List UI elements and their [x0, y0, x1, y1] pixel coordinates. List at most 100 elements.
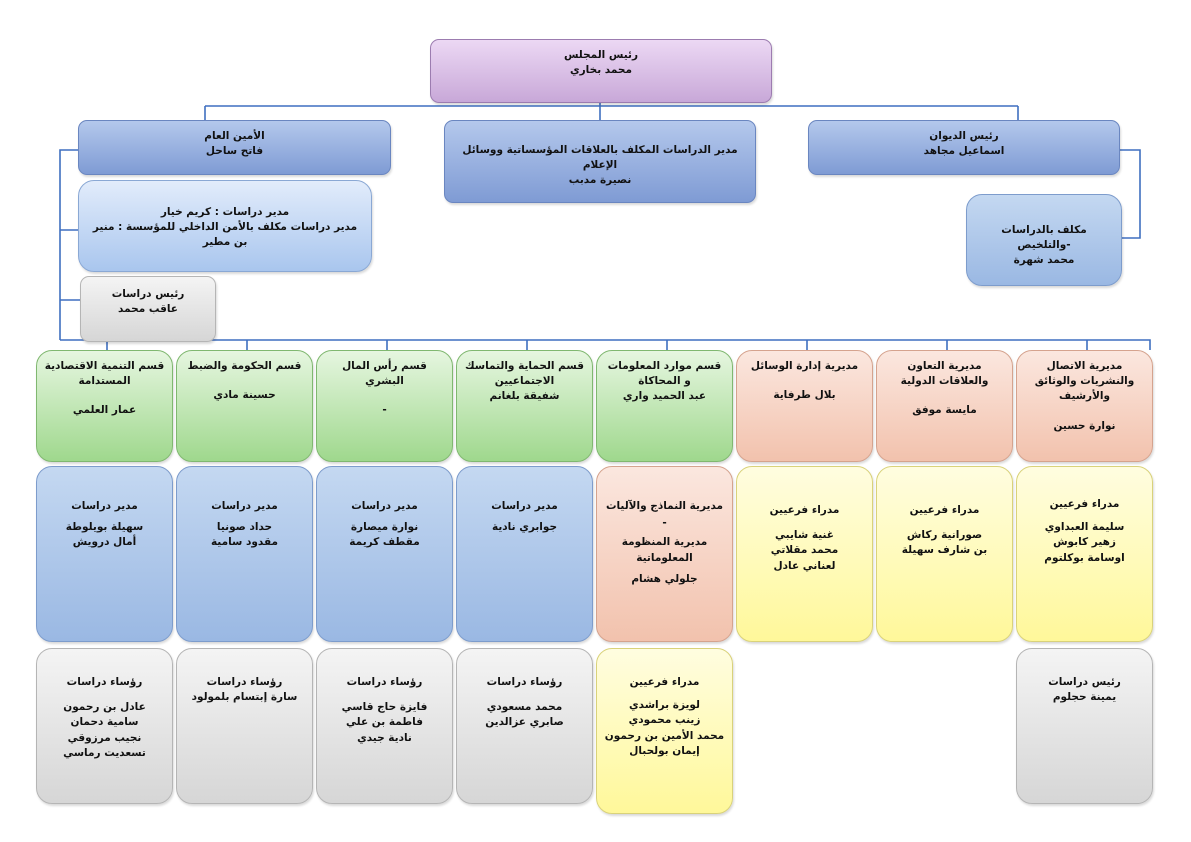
study-heads-box: رؤساء دراسات سارة إبتسام بلمولود [176, 648, 313, 804]
staff-name: نوارة ميصارة [350, 521, 419, 534]
sub-unit-box: مديرية النماذج والآليات - مديرية المنظوم… [596, 466, 733, 642]
studies-officer-title: مكلف بالدراسات والتلخيص- [1001, 224, 1087, 252]
sub-unit-box: مدراء فرعيين سليمة العبداوي زهير كابوش ا… [1016, 466, 1153, 642]
department-head: شفيقة بلغانم [489, 390, 560, 403]
department-head: عبد الحميد واري [622, 390, 707, 403]
chair-name: محمد بخاري [570, 64, 632, 77]
sg-directors-box: مدير دراسات : كريم خيار مدير دراسات مكلف… [78, 180, 372, 272]
department-head: - [382, 404, 387, 417]
department-head: مايسة موفق [912, 404, 977, 417]
department-box: قسم الحكومة والضبط حسينة مادي [176, 350, 313, 462]
staff-name: مقدود سامية [210, 536, 279, 549]
staff-name: لعناني عادل [773, 559, 836, 572]
staff-name: صورانية ركاش [906, 529, 983, 542]
staff-name: أمال درويش [72, 536, 137, 549]
sub-unit-box: مدراء فرعيين غنية شايبي محمد مقلاتي لعنا… [736, 466, 873, 642]
staff-name: سليمة العبداوي [1044, 521, 1125, 534]
staff-name: جوابري نادية [491, 521, 558, 534]
sub-unit-title: مدراء فرعيين [769, 504, 840, 516]
staff-name: سهيلة بويلوطة [65, 521, 144, 534]
sub-unit-title: مدير دراسات [71, 500, 138, 512]
sub-unit-title: مديرية النماذج والآليات [605, 500, 724, 512]
department-box: قسم موارد المعلومات و المحاكاة عبد الحمي… [596, 350, 733, 462]
sub-unit-box: مدراء فرعيين صورانية ركاش بن شارف سهيلة [876, 466, 1013, 642]
chair-box: رئيس المجلس محمد بخاري [430, 39, 772, 103]
staff-name: صابري عزالدين [485, 716, 564, 729]
cabinet-head-name: اسماعيل مجاهد [923, 145, 1005, 158]
study-heads-title: رؤساء دراسات [346, 676, 423, 688]
study-heads-title: مدراء فرعيين [629, 676, 700, 688]
staff-name: جلولي هشام [631, 572, 698, 585]
staff-name: محمد مقلاتي [770, 544, 839, 557]
sub-unit-box: مدير دراسات نوارة ميصارة مقطف كريمة [316, 466, 453, 642]
sg-study-head-title: رئيس دراسات [111, 288, 185, 300]
cabinet-head-box: رئيس الديوان اسماعيل مجاهد [808, 120, 1120, 175]
secretary-general-name: فاتح ساحل [205, 145, 264, 158]
sg-study-head-name: عاقب محمد [118, 303, 178, 316]
department-head: عمار العلمي [72, 404, 137, 417]
staff-name: فاطمة بن علي [346, 716, 423, 729]
studies-officer-name: محمد شهرة [1013, 254, 1075, 267]
department-head: حسينة مادي [213, 389, 276, 402]
sub-unit-title: مدراء فرعيين [1049, 498, 1120, 510]
department-title: قسم التنمية الاقتصادية المستدامة [44, 360, 165, 388]
sub-unit-box: مدير دراسات جوابري نادية [456, 466, 593, 642]
staff-name: مقطف كريمة [349, 536, 420, 549]
study-heads-box: رؤساء دراسات فايزة حاج قاسي فاطمة بن علي… [316, 648, 453, 804]
staff-name: تسعديت رماسي [63, 746, 146, 759]
department-box: قسم التنمية الاقتصادية المستدامة عمار ال… [36, 350, 173, 462]
cabinet-head-title: رئيس الديوان [929, 130, 999, 142]
staff-name: حداد صونيا [216, 521, 273, 534]
study-heads-title: رؤساء دراسات [66, 676, 143, 688]
department-title: مديرية التعاون والعلاقات الدولية [900, 360, 989, 388]
department-box: قسم رأس المال البشري - [316, 350, 453, 462]
staff-name: محمد مسعودي [486, 701, 563, 714]
study-heads-box: رؤساء دراسات عادل بن رحمون سامية دحمان ن… [36, 648, 173, 804]
sub-unit-title: مدراء فرعيين [909, 504, 980, 516]
department-box: مديرية التعاون والعلاقات الدولية مايسة م… [876, 350, 1013, 462]
study-heads-box: مدراء فرعيين لويزة براشدي زينب محمودي مح… [596, 648, 733, 814]
department-box: مديرية الاتصال والنشريات والوثائق والأرش… [1016, 350, 1153, 462]
staff-name: إيمان بولحبال [629, 744, 700, 757]
study-heads-box: رؤساء دراسات محمد مسعودي صابري عزالدين [456, 648, 593, 804]
sub-unit-title: مدير دراسات [491, 500, 558, 512]
department-title: مديرية إدارة الوسائل [750, 360, 859, 372]
department-box: مديرية إدارة الوسائل بلال طرفاية [736, 350, 873, 462]
staff-name: عادل بن رحمون [63, 701, 146, 714]
staff-name: اوسامة بوكلتوم [1044, 551, 1125, 564]
staff-name: يمينة حجلوم [1052, 691, 1117, 704]
staff-name: فايزة حاج قاسي [341, 701, 428, 714]
staff-name: مديرية المنظومة المعلوماتية [621, 536, 708, 564]
studies-officer-box: مكلف بالدراسات والتلخيص- محمد شهرة [966, 194, 1122, 286]
staff-name: - [662, 517, 667, 530]
staff-name: زهير كابوش [1053, 536, 1116, 549]
studies-director-box: مدير الدراسات المكلف بالعلاقات المؤسساتي… [444, 120, 756, 203]
studies-director-name: نصيرة مدبب [568, 174, 632, 187]
department-title: قسم الحكومة والضبط [187, 360, 302, 372]
department-title: قسم رأس المال البشري [342, 360, 427, 388]
staff-name: زينب محمودي [628, 714, 701, 727]
department-title: قسم الحماية والتماسك الاجتماعيين [465, 360, 584, 388]
chair-title: رئيس المجلس [563, 49, 639, 61]
staff-name: نجيب مرزوقي [67, 731, 142, 744]
sub-unit-title: مدير دراسات [211, 500, 278, 512]
staff-name: سارة إبتسام بلمولود [191, 691, 298, 704]
secretary-general-title: الأمين العام [204, 130, 265, 142]
department-title: قسم موارد المعلومات و المحاكاة [607, 360, 722, 388]
staff-name: سامية دحمان [70, 716, 139, 729]
sub-unit-title: مدير دراسات [351, 500, 418, 512]
study-heads-box: رئيس دراسات يمينة حجلوم [1016, 648, 1153, 804]
staff-name: محمد الأمين بن رحمون [604, 729, 725, 742]
department-title: مديرية الاتصال والنشريات والوثائق والأرش… [1034, 360, 1135, 403]
secretary-general-box: الأمين العام فاتح ساحل [78, 120, 391, 175]
study-heads-title: رؤساء دراسات [486, 676, 563, 688]
sg-study-head-box: رئيس دراسات عاقب محمد [80, 276, 216, 342]
sg-director-line-2: مدير دراسات مكلف بالأمن الداخلي للمؤسسة … [92, 221, 358, 249]
department-head: بلال طرفاية [773, 389, 836, 402]
staff-name: غنية شايبي [775, 529, 834, 542]
study-heads-title: رؤساء دراسات [206, 676, 283, 688]
sub-unit-box: مدير دراسات سهيلة بويلوطة أمال درويش [36, 466, 173, 642]
staff-name: لويزة براشدي [629, 699, 700, 712]
sub-unit-box: مدير دراسات حداد صونيا مقدود سامية [176, 466, 313, 642]
staff-name: نادية جيدي [357, 731, 412, 744]
